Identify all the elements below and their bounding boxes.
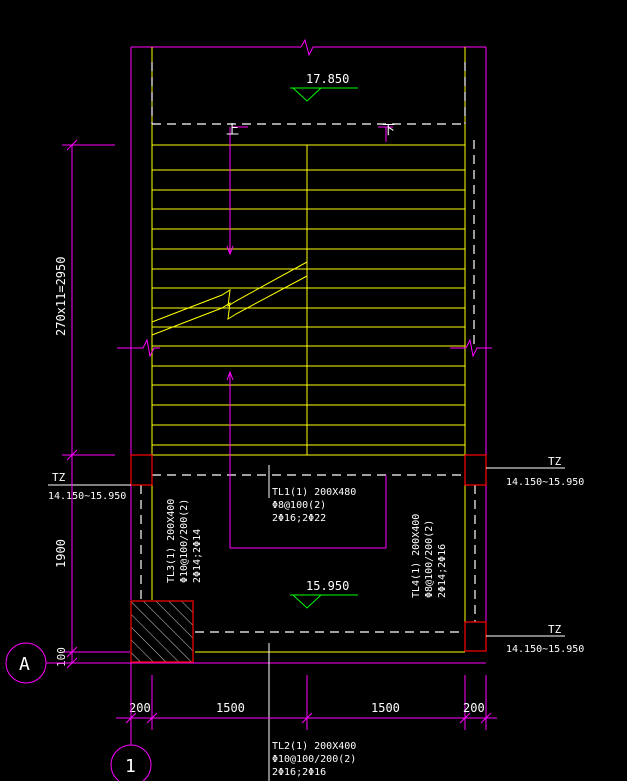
beam-tl1-annotation: TL1(1) 200X480 Φ8@100(2) 2Φ16;2Φ22	[268, 465, 356, 524]
vertical-dimensions	[62, 139, 130, 669]
elevation-top-text: 17.850	[306, 72, 349, 86]
beam-tl4-annotation: TL4(1) 200X400 Φ8@100/200(2) 2Φ14;2Φ16	[411, 514, 448, 598]
svg-text:Φ8@100/200(2): Φ8@100/200(2)	[424, 520, 435, 598]
dim-landing-text: 1900	[54, 539, 68, 568]
dim-bottom-4: 200	[463, 701, 485, 715]
axis-1-bubble: 1	[110, 663, 152, 781]
beam-tl2-annotation: TL2(1) 200X400 Φ10@100/200(2) 2Φ16;2Φ16	[268, 643, 356, 781]
dim-bottom-3: 1500	[371, 701, 400, 715]
concrete-wall-hatch	[130, 600, 194, 663]
tz-left-label: TZ 14.150~15.950	[48, 471, 131, 502]
dim-edge-text: 100	[55, 647, 68, 667]
up-label: 上	[226, 123, 239, 138]
stairwell-walls	[130, 38, 487, 664]
svg-text:2Φ14;2Φ16: 2Φ14;2Φ16	[437, 544, 448, 598]
axis-1-label: 1	[125, 756, 136, 777]
column-tz-left	[130, 454, 153, 486]
dim-bottom-2: 1500	[216, 701, 245, 715]
svg-text:TL2(1) 200X400: TL2(1) 200X400	[272, 741, 356, 752]
svg-text:2Φ16;2Φ16: 2Φ16;2Φ16	[272, 767, 326, 778]
column-tz-right	[464, 454, 487, 486]
svg-text:TL4(1) 200X400: TL4(1) 200X400	[411, 514, 422, 598]
svg-text:14.150~15.950: 14.150~15.950	[506, 477, 584, 488]
svg-text:Φ10@100/200(2): Φ10@100/200(2)	[179, 499, 190, 583]
horizontal-dimensions	[116, 675, 497, 730]
svg-text:TL3(1) 200X400: TL3(1) 200X400	[166, 499, 177, 583]
elevation-marker-landing: 15.950	[290, 579, 358, 609]
svg-text:TZ: TZ	[52, 471, 66, 484]
dim-bottom-1: 200	[129, 701, 151, 715]
svg-text:TZ: TZ	[548, 623, 562, 636]
svg-text:TL1(1) 200X480: TL1(1) 200X480	[272, 487, 356, 498]
svg-text:14.150~15.950: 14.150~15.950	[506, 644, 584, 655]
tz-right-label: TZ 14.150~15.950	[486, 455, 584, 488]
axis-a-label: A	[19, 654, 30, 675]
down-label: 下	[382, 123, 395, 138]
axis-a-bubble: A	[5, 642, 131, 684]
column-tz-bottom-right	[464, 621, 487, 652]
elevation-landing-text: 15.950	[306, 579, 349, 593]
beam-tl3-annotation: TL3(1) 200X400 Φ10@100/200(2) 2Φ14;2Φ14	[166, 499, 203, 583]
svg-text:Φ8@100(2): Φ8@100(2)	[272, 500, 326, 511]
svg-text:Φ10@100/200(2): Φ10@100/200(2)	[272, 754, 356, 765]
svg-text:2Φ14;2Φ14: 2Φ14;2Φ14	[192, 529, 203, 583]
direction-arrows	[117, 126, 492, 549]
stair-flight	[151, 144, 466, 456]
svg-text:TZ: TZ	[548, 455, 562, 468]
beam-dashed-lines	[140, 62, 476, 633]
svg-text:14.150~15.950: 14.150~15.950	[48, 491, 126, 502]
elevation-marker-top: 17.850	[290, 72, 358, 102]
svg-text:2Φ16;2Φ22: 2Φ16;2Φ22	[272, 513, 326, 524]
tz-bottom-right-label: TZ 14.150~15.950	[486, 623, 584, 655]
dim-flight-text: 270x11=2950	[54, 257, 68, 336]
